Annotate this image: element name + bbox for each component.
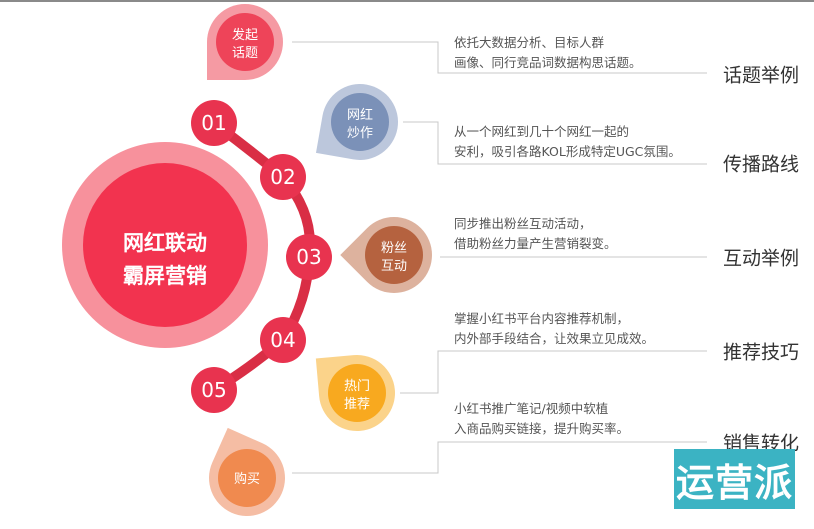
step-description: 小红书推广笔记/视频中软植入商品购买链接，提升购买率。 (454, 399, 629, 439)
pin-inner-circle (365, 226, 423, 284)
pin-inner-circle (218, 449, 276, 507)
pin-label-line1: 热门 (344, 379, 370, 394)
step-number-circle (260, 154, 306, 200)
pin-label-line2: 推荐 (344, 397, 370, 412)
step-number-circle (191, 100, 237, 146)
step-number: 05 (201, 378, 226, 402)
pin-label-line1: 购买 (234, 471, 260, 487)
description-line2: 画像、同行竞品词数据构思话题。 (454, 55, 642, 70)
step-label: 互动举例 (723, 247, 800, 270)
pin-inner-circle (331, 93, 389, 151)
step-number-circle (191, 367, 237, 413)
connector-line (292, 441, 707, 474)
description-line1: 依托大数据分析、目标人群 (454, 35, 605, 50)
step-label: 话题举例 (723, 64, 800, 87)
description-line2: 内外部手段结合，让效果立见成效。 (454, 331, 655, 346)
pin-3: 粉丝互动 (340, 217, 432, 293)
pin-label-line1: 网红 (347, 107, 373, 123)
description-line2: 安利，吸引各路KOL形成特定UGC氛围。 (454, 144, 681, 159)
connector-line (400, 350, 707, 394)
pin-label-line2: 话题 (232, 46, 258, 61)
pin-inner-circle (328, 364, 386, 422)
description-line2: 入商品购买链接，提升购买率。 (454, 421, 630, 436)
step-number: 02 (270, 165, 295, 189)
step-description: 同步推出粉丝互动活动， 借助粉丝力量产生营销裂变。 (454, 214, 617, 254)
description-line1: 从一个网红到几十个网红一起的 (454, 124, 630, 139)
top-border (0, 0, 814, 2)
step-number: 01 (201, 111, 226, 135)
step-description: 掌握小红书平台内容推荐机制， 内外部手段结合，让效果立见成效。 (454, 309, 654, 349)
step-description: 从一个网红到几十个网红一起的安利，吸引各路KOL形成特定UGC氛围。 (454, 122, 681, 162)
pin-label-line1: 粉丝 (381, 241, 407, 256)
step-number-circle (286, 234, 332, 280)
step-number: 04 (270, 328, 295, 352)
description-line1: 小红书推广笔记/视频中软植 (454, 401, 609, 416)
center-inner-circle (83, 163, 247, 327)
pin-label-line2: 互动 (381, 259, 407, 274)
pin-label-line1: 发起 (232, 27, 258, 43)
step-label: 传播路线 (723, 153, 800, 176)
connector-lines (292, 41, 707, 474)
step-number-circle (260, 317, 306, 363)
connector-line (292, 41, 707, 74)
watermark-logo: 运营派 (674, 449, 795, 509)
connector-line (403, 121, 707, 165)
center-title-line1: 网红联动 (123, 231, 207, 255)
pin-label-line2: 炒作 (347, 126, 373, 141)
description-line1: 掌握小红书平台内容推荐机制， (454, 311, 630, 326)
description-line2: 借助粉丝力量产生营销裂变。 (454, 236, 617, 251)
pin-5: 购买 (209, 427, 285, 516)
description-line1: 同步推出粉丝互动活动， (454, 216, 592, 231)
center-title-line2: 霸屏营销 (123, 264, 207, 288)
step-number: 03 (296, 245, 321, 269)
pin-inner-circle (216, 13, 274, 71)
step-label: 推荐技巧 (723, 341, 800, 364)
step-description: 依托大数据分析、目标人群画像、同行竞品词数据构思话题。 (454, 33, 642, 73)
